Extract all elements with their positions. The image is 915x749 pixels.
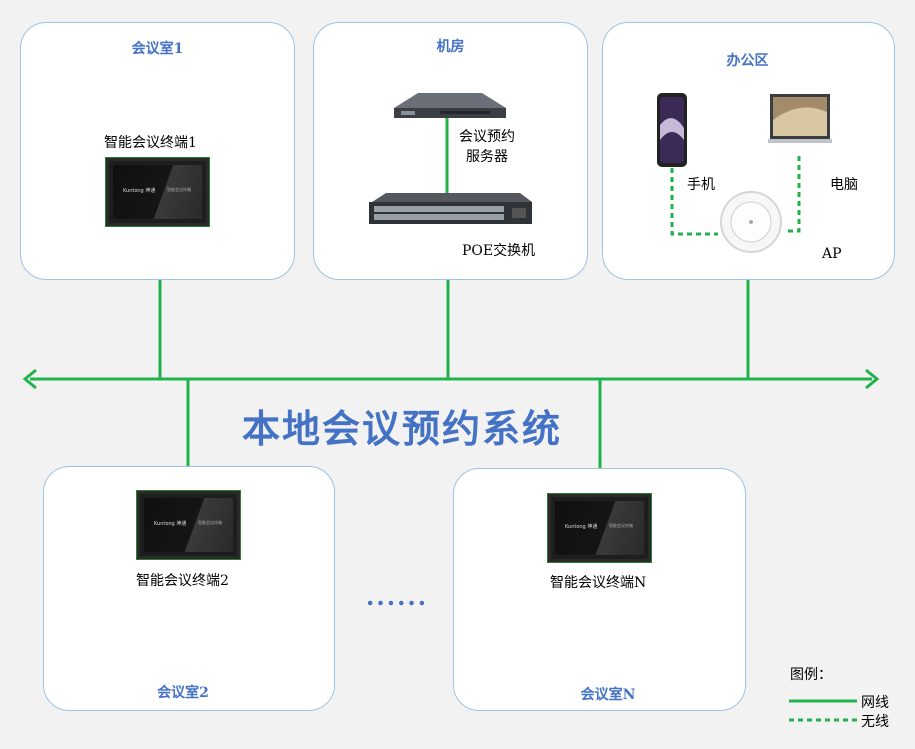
phone-wireless-link [670,168,718,236]
more-rooms-ellipsis: ...... [366,582,429,611]
meeting-room-2-title: 会议室2 [157,685,209,701]
server-label-line2: 服务器 [466,149,508,165]
bus-right-arrowhead [865,368,880,390]
phone-icon [657,93,687,167]
smart-terminal-2: Kuntong 坤通 智能会议终端 [137,491,240,559]
poe-switch-label: POE交换机 [462,243,536,259]
terminal-sub-text: 智能会议终端 [198,520,222,525]
server-room-title: 机房 [436,39,465,55]
pc-label: 电脑 [830,177,858,193]
office-area-box [602,22,895,280]
meeting-room-1-title: 会议室1 [131,41,184,57]
terminal-1-label: 智能会议终端1 [104,135,197,151]
server-room-box [313,22,588,280]
smart-terminal-1: Kuntong 坤通 智能会议终端 [106,158,209,226]
legend-wireless-label: 无线 [861,714,889,730]
pc-icon [768,94,832,143]
server-icon [394,93,506,118]
terminal-2-label: 智能会议终端2 [136,573,229,589]
terminal-sub-text: 智能会议终端 [167,187,191,192]
poe-switch-icon [369,193,532,224]
terminal-sub-text: 智能会议终端 [609,523,633,528]
legend-wired-label: 网线 [861,695,889,711]
smart-terminal-n: Kuntong 坤通 智能会议终端 [548,494,651,562]
ap-label: AP [822,246,842,262]
phone-label: 手机 [687,177,715,193]
bus-left-arrowhead [22,368,37,390]
ap-icon [720,191,782,253]
terminal-n-label: 智能会议终端N [550,575,647,591]
terminal-brand-text: Kuntong 坤通 [123,188,156,194]
server-label-line1: 会议预约 [459,129,515,145]
pc-wireless-link [784,156,801,233]
main-title: 本地会议预约系统 [242,406,563,451]
meeting-room-n-title: 会议室N [580,687,636,703]
meeting-room-1-box [20,22,295,280]
terminal-brand-text: Kuntong 坤通 [154,521,187,527]
office-area-title: 办公区 [726,53,769,69]
legend-title: 图例： [790,667,832,683]
terminal-brand-text: Kuntong 坤通 [565,524,598,530]
